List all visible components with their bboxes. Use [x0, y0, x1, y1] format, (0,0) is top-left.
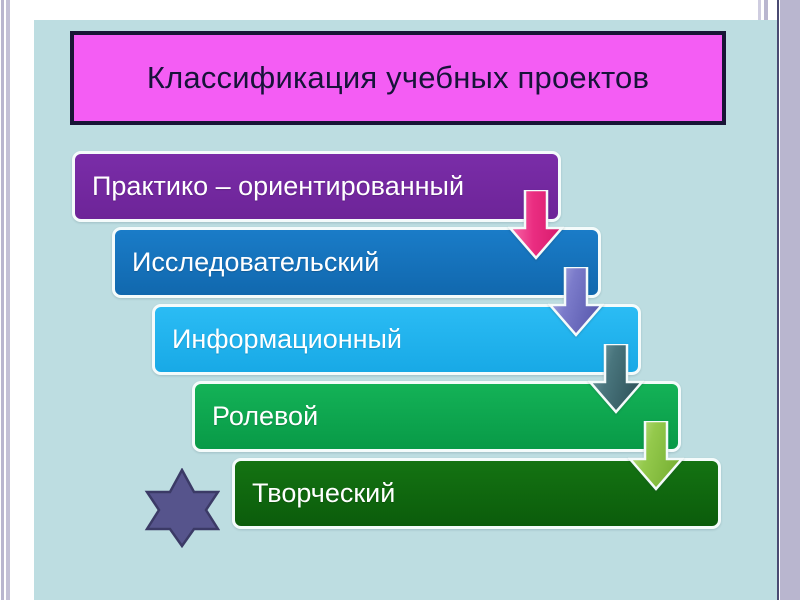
- down-arrow-icon: [588, 344, 644, 414]
- diagram-item-label: Творческий: [252, 478, 396, 508]
- page-title: Классификация учебных проектов: [146, 60, 650, 95]
- right-gutter-pane: [780, 0, 800, 600]
- diagram-item-label: Ролевой: [212, 401, 319, 431]
- down-arrow-icon: [548, 267, 604, 337]
- diagram-item-research[interactable]: Исследовательский: [112, 227, 601, 298]
- diagram-item-label: Информационный: [172, 324, 403, 354]
- down-arrow-icon: [508, 190, 564, 260]
- diagram-item-practice-oriented[interactable]: Практико – ориентированный: [72, 151, 561, 222]
- right-edge-rule: [777, 0, 779, 600]
- slide-title-box: Классификация учебных проектов: [70, 31, 726, 125]
- left-margin-rule-inner: [6, 0, 10, 600]
- slide-canvas: Классификация учебных проектов Практико …: [34, 20, 778, 600]
- left-margin-rule-outer: [1, 0, 4, 600]
- down-arrow-icon: [628, 421, 684, 491]
- diagram-item-label: Исследовательский: [132, 247, 380, 277]
- diagram-item-label: Практико – ориентированный: [92, 171, 465, 201]
- six-pointed-star-icon: [144, 468, 220, 548]
